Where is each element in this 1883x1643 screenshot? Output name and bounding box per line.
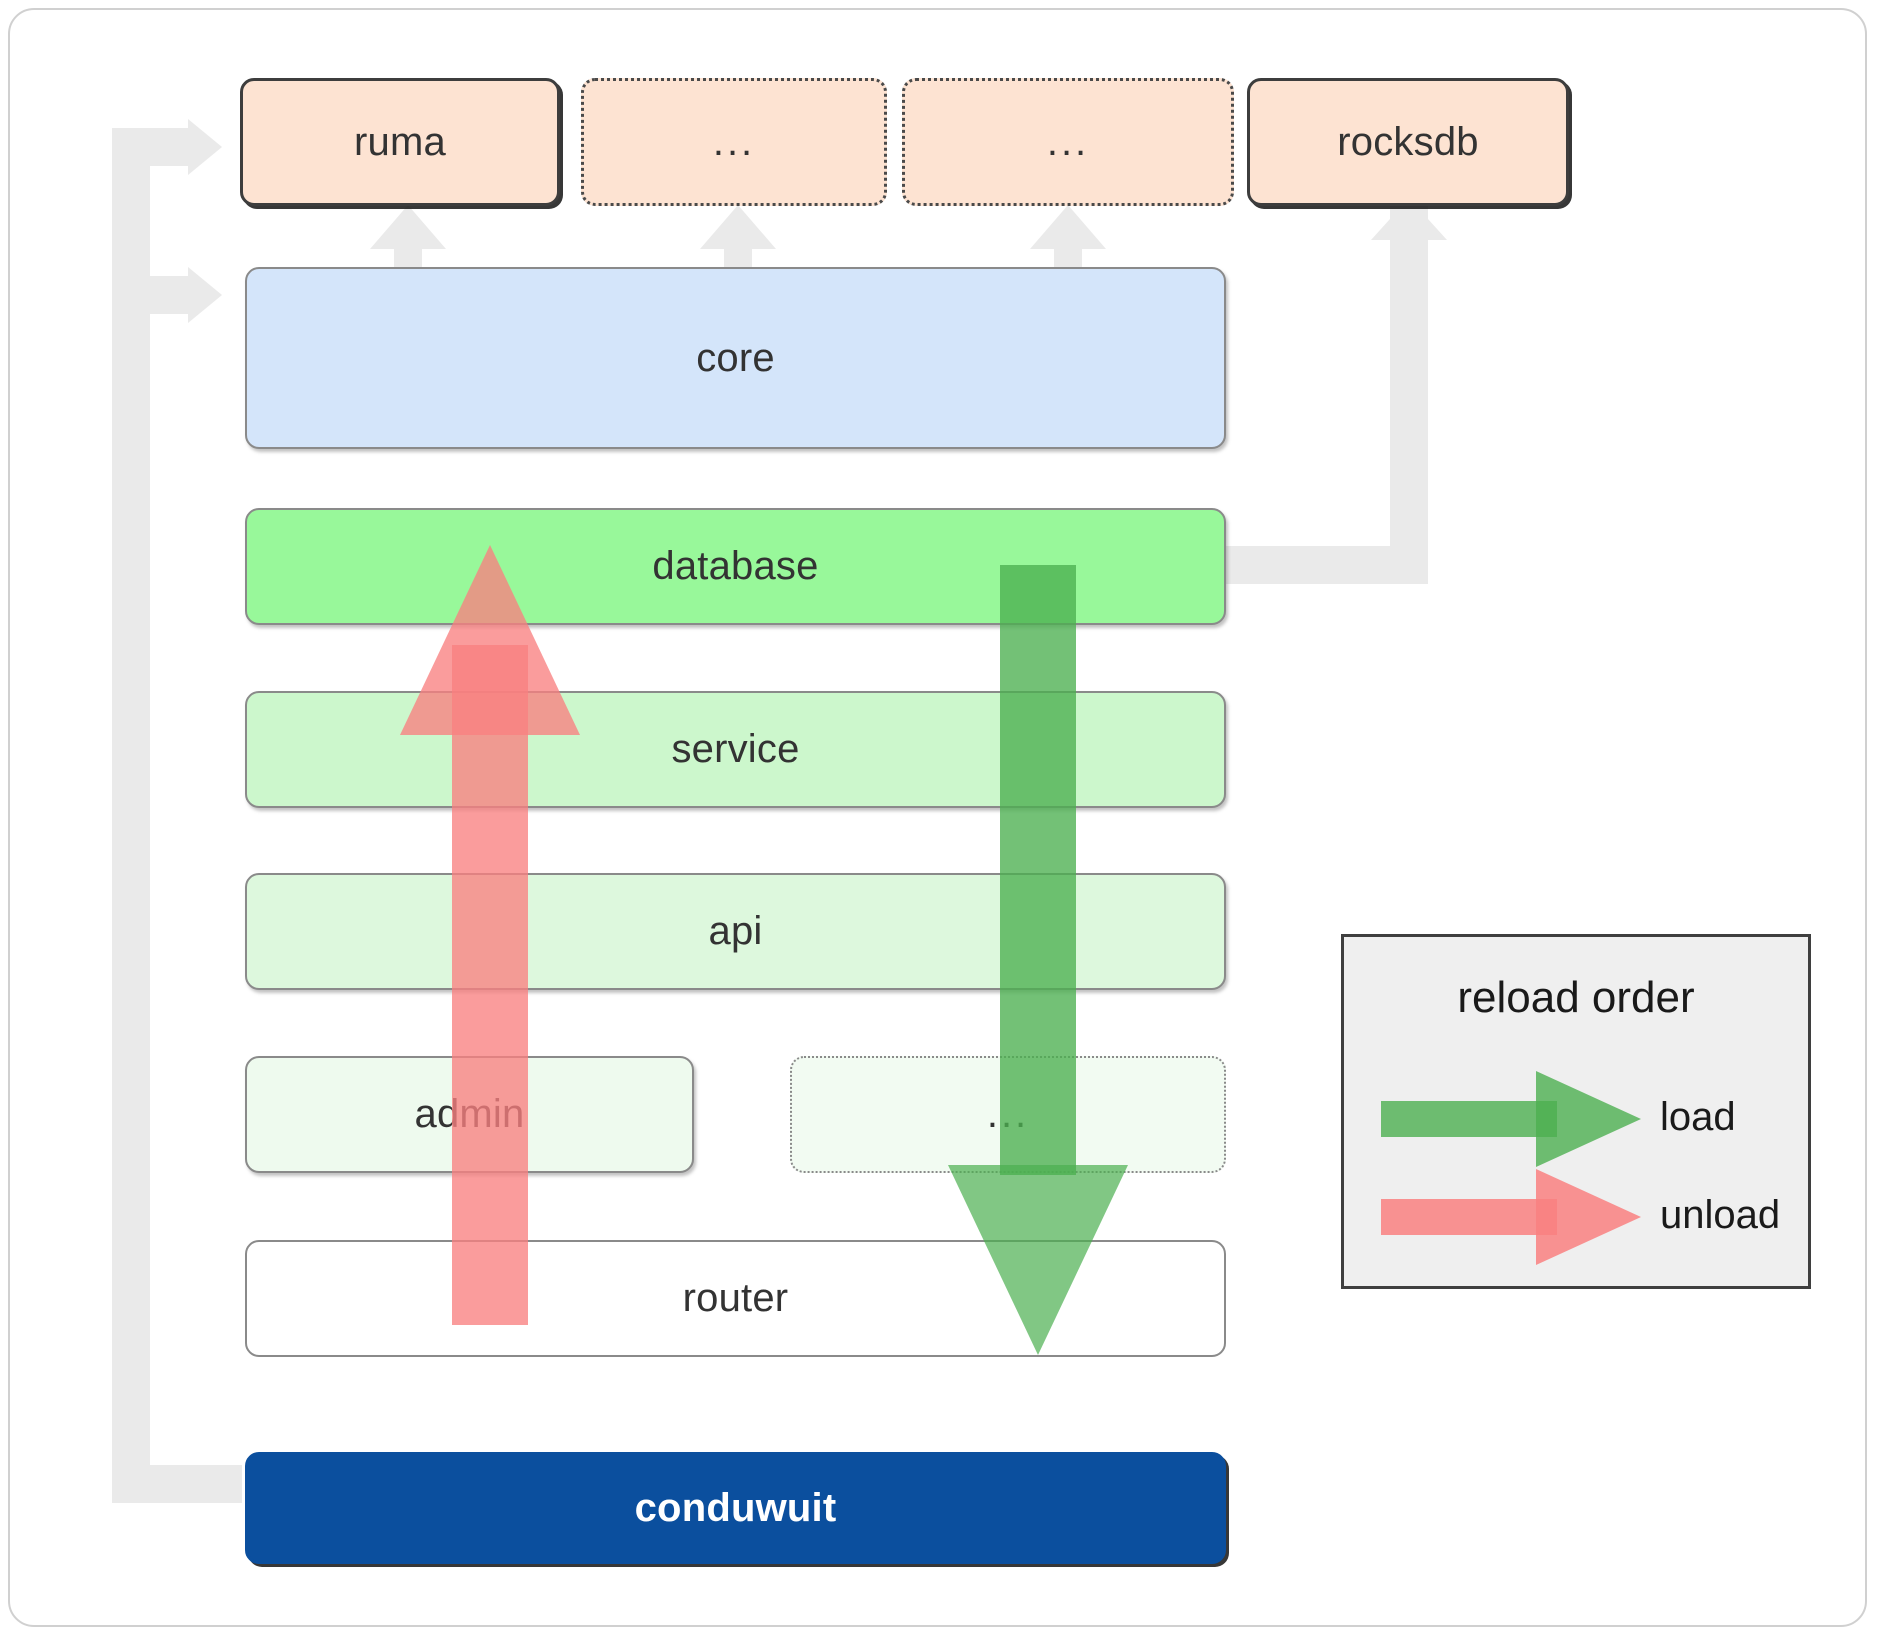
legend-unload-label: unload bbox=[1660, 1193, 1781, 1237]
load-flow-arrow bbox=[948, 565, 1128, 1355]
connector-rocksdb-elbow bbox=[1208, 546, 1428, 584]
connector-left-trunk bbox=[112, 128, 150, 1503]
connector-arrowhead-core bbox=[188, 267, 222, 323]
connector-rocksdb-riser bbox=[1390, 205, 1428, 584]
layer-label: core bbox=[696, 335, 775, 380]
arrowhead-up-rocksdb bbox=[1371, 198, 1447, 254]
legend-load-arrow-icon bbox=[1381, 1071, 1641, 1167]
legend-unload-arrow-icon bbox=[1381, 1169, 1641, 1265]
dependency-label: ... bbox=[712, 119, 756, 164]
layer-label: router bbox=[682, 1276, 789, 1320]
application-label: conduwuit bbox=[634, 1485, 837, 1530]
legend-title: reload order bbox=[1457, 973, 1695, 1022]
connector-arrowhead-ruma bbox=[188, 119, 222, 175]
layer-label: service bbox=[671, 727, 800, 771]
connector-to-core bbox=[112, 276, 190, 314]
arrowhead-up-ruma bbox=[370, 205, 446, 267]
dependency-box-ellipsis-1[interactable]: ... bbox=[581, 78, 887, 206]
dependency-box-rocksdb[interactable]: rocksdb bbox=[1247, 78, 1569, 206]
dependency-label: ... bbox=[1046, 119, 1090, 164]
legend-panel: reload order load unload bbox=[1341, 934, 1811, 1289]
layer-label: api bbox=[708, 909, 763, 953]
connector-to-conduwuit bbox=[112, 1465, 242, 1503]
arrowhead-up-dots-2 bbox=[1030, 205, 1106, 267]
legend-load-label: load bbox=[1660, 1095, 1736, 1139]
layer-label: database bbox=[652, 544, 819, 588]
application-box-conduwuit[interactable]: conduwuit bbox=[245, 1452, 1226, 1564]
arrowhead-up-dots-1 bbox=[700, 205, 776, 267]
dependency-label: rocksdb bbox=[1337, 119, 1479, 164]
dependency-box-ruma[interactable]: ruma bbox=[240, 78, 560, 206]
dependency-box-ellipsis-2[interactable]: ... bbox=[902, 78, 1234, 206]
unload-flow-arrow bbox=[400, 545, 580, 1325]
layer-box-core[interactable]: core bbox=[245, 267, 1226, 449]
connector-to-ruma bbox=[112, 128, 190, 166]
dependency-label: ruma bbox=[354, 119, 446, 164]
